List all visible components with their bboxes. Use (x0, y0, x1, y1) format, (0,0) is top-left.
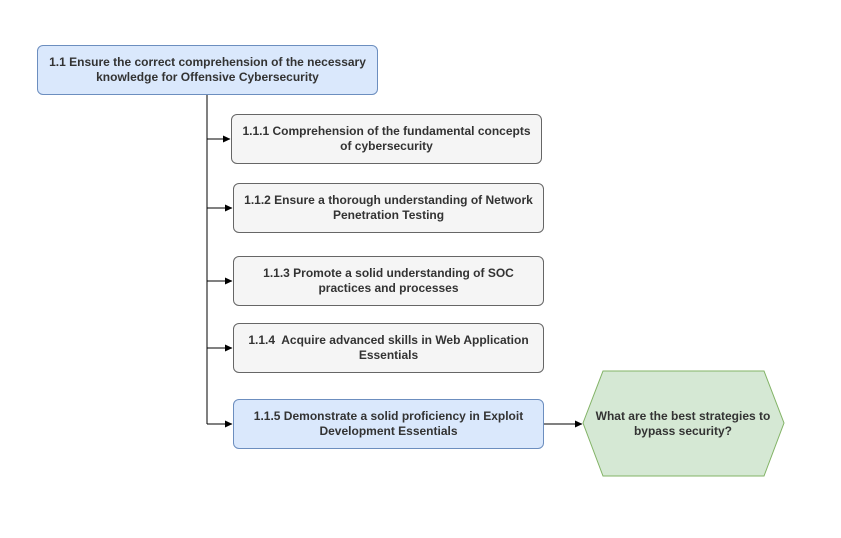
child-node-2[interactable]: 1.1.2 Ensure a thorough understanding of… (233, 183, 544, 233)
question-node-label: What are the best strategies to bypass s… (595, 408, 774, 438)
child-node-5[interactable]: 1.1.5 Demonstrate a solid proficiency in… (233, 399, 544, 449)
child-node-5-label: 1.1.5 Demonstrate a solid proficiency in… (253, 409, 527, 438)
root-node[interactable]: 1.1 Ensure the correct comprehension of … (37, 45, 378, 95)
root-node-label: 1.1 Ensure the correct comprehension of … (49, 55, 370, 84)
child-node-3-label: 1.1.3 Promote a solid understanding of S… (263, 266, 518, 295)
question-node[interactable]: What are the best strategies to bypass s… (592, 371, 774, 476)
child-node-1[interactable]: 1.1.1 Comprehension of the fundamental c… (231, 114, 542, 164)
child-node-2-label: 1.1.2 Ensure a thorough understanding of… (244, 193, 537, 222)
child-node-3[interactable]: 1.1.3 Promote a solid understanding of S… (233, 256, 544, 306)
child-node-4-label: 1.1.4 Acquire advanced skills in Web App… (248, 333, 532, 362)
question-hexagon (582, 370, 785, 477)
child-node-4[interactable]: 1.1.4 Acquire advanced skills in Web App… (233, 323, 544, 373)
child-node-1-label: 1.1.1 Comprehension of the fundamental c… (242, 124, 534, 153)
